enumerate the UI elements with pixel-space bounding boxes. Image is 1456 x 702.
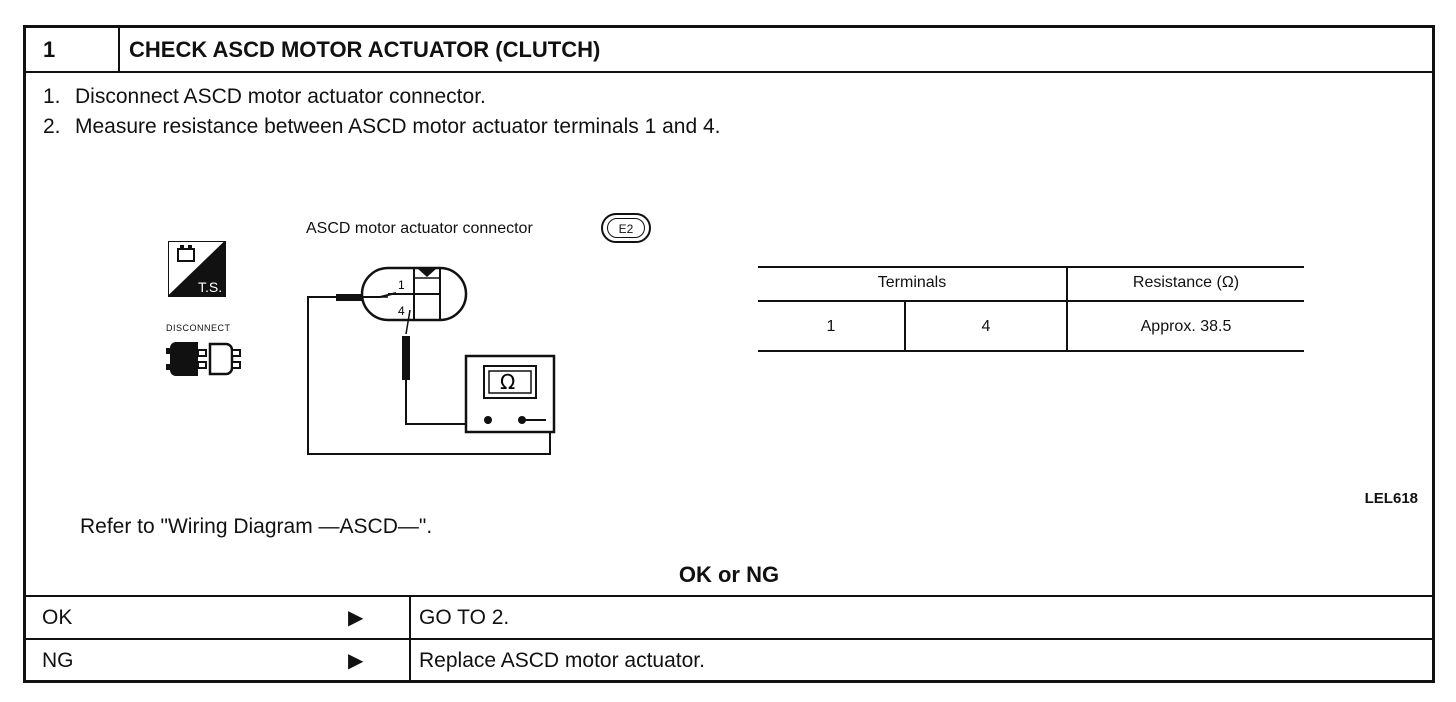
arrow-right-icon: ▶: [348, 650, 364, 672]
result-action-text: Replace ASCD motor actuator.: [419, 649, 705, 672]
procedure-title: CHECK ASCD MOTOR ACTUATOR (CLUTCH): [129, 37, 601, 62]
result-row-ok: OK ▶ GO TO 2.: [26, 595, 1432, 638]
connector-code: E2: [607, 218, 645, 238]
procedure-box: 1 CHECK ASCD MOTOR ACTUATOR (CLUTCH) 1. D…: [23, 25, 1435, 683]
step-index: 1.: [43, 85, 61, 108]
terminal-b: 4: [981, 318, 991, 335]
result-action-link[interactable]: GO TO 2.: [419, 606, 510, 629]
connector-key-icon: [418, 269, 436, 277]
probe-4: [402, 336, 410, 380]
resistance-header: Resistance (Ω): [1132, 274, 1240, 291]
result-row-ng: NG ▶ Replace ASCD motor actuator.: [26, 638, 1432, 681]
step-text: Measure resistance between ASCD motor ac…: [75, 115, 721, 138]
refer-link[interactable]: Refer to "Wiring Diagram —ASCD—".: [80, 515, 433, 538]
instruction-step: 2. Measure resistance between ASCD motor …: [43, 115, 720, 139]
step-index: 2.: [43, 115, 61, 138]
step-text: Disconnect ASCD motor actuator connector…: [75, 85, 486, 108]
connector-label: ASCD motor actuator connector: [306, 220, 533, 237]
wiring-diagram: 1 4 Ω: [307, 266, 556, 455]
resistance-value: Approx. 38.5: [1140, 318, 1232, 335]
step-number: 1: [26, 28, 120, 71]
procedure-header: 1 CHECK ASCD MOTOR ACTUATOR (CLUTCH): [26, 28, 1432, 73]
ohm-symbol: Ω: [500, 370, 515, 394]
result-label: OK: [42, 606, 73, 629]
terminals-header: Terminals: [877, 274, 947, 291]
ok-ng-heading: OK or NG: [678, 562, 780, 587]
ts-label: T.S.: [198, 279, 222, 295]
pin-1-label: 1: [398, 278, 405, 292]
pin-4-label: 4: [398, 304, 405, 318]
arrow-right-icon: ▶: [348, 607, 364, 629]
probe-1: [336, 294, 362, 301]
instruction-step: 1. Disconnect ASCD motor actuator connect…: [43, 85, 486, 109]
result-label: NG: [42, 649, 74, 672]
figure-code: LEL618: [1364, 490, 1418, 507]
connector-code-badge: E2: [601, 213, 651, 243]
terminal-a: 1: [826, 318, 836, 335]
disconnect-label: DISCONNECT: [166, 323, 231, 333]
disconnect-icon: [166, 342, 241, 376]
ts-icon: T.S.: [168, 241, 226, 297]
